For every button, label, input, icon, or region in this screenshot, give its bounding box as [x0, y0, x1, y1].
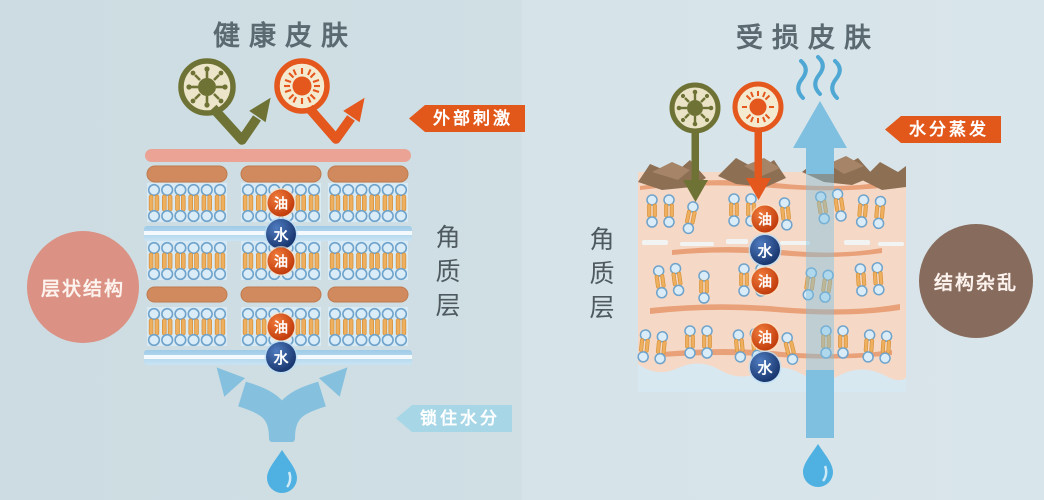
healthy-panel-title: 健康皮肤 [213, 21, 357, 51]
oil-badge: 油 [751, 323, 779, 351]
oil-badge: 油 [267, 313, 295, 341]
damaged-panel-title: 受损皮肤 [736, 23, 880, 53]
germ-icon [669, 82, 721, 202]
disordered-structure-badge: 结构杂乱 [919, 224, 1033, 338]
external-stimuli-ribbon: 外部刺激 [409, 105, 525, 132]
steam-waves-icon [796, 55, 842, 100]
broken-water-line [642, 239, 904, 246]
oil-badge: 油 [267, 189, 295, 217]
skin-surface-bar [145, 149, 411, 162]
oil-badge: 油 [267, 247, 295, 275]
water-badge: 水 [266, 219, 296, 249]
sun-icon [274, 58, 330, 114]
evaporation-ribbon: 水分蒸发 [885, 116, 1001, 143]
stratum-corneum-label-left: 角质层 [432, 224, 460, 326]
bounce-arrow-icon [209, 97, 271, 145]
corneocyte-row-top [146, 165, 409, 183]
water-badge: 水 [750, 352, 780, 382]
corneocyte-row-middle [146, 286, 409, 303]
water-drop-icon [267, 450, 297, 493]
bounce-arrow-icon [305, 97, 365, 144]
sun-icon [732, 81, 784, 200]
lock-moisture-ribbon: 锁住水分 [396, 405, 512, 432]
water-badge: 水 [750, 235, 780, 265]
split-arrow-icon [216, 367, 348, 442]
oil-badge: 油 [751, 205, 779, 233]
water-drop-icon [803, 444, 833, 487]
stratum-corneum-label-right: 角质层 [586, 226, 614, 328]
oil-badge: 油 [751, 267, 779, 295]
evaporation-arrow-icon [793, 101, 847, 438]
water-badge: 水 [266, 342, 296, 372]
germ-icon [178, 58, 236, 116]
layered-structure-badge: 层状结构 [27, 231, 139, 343]
